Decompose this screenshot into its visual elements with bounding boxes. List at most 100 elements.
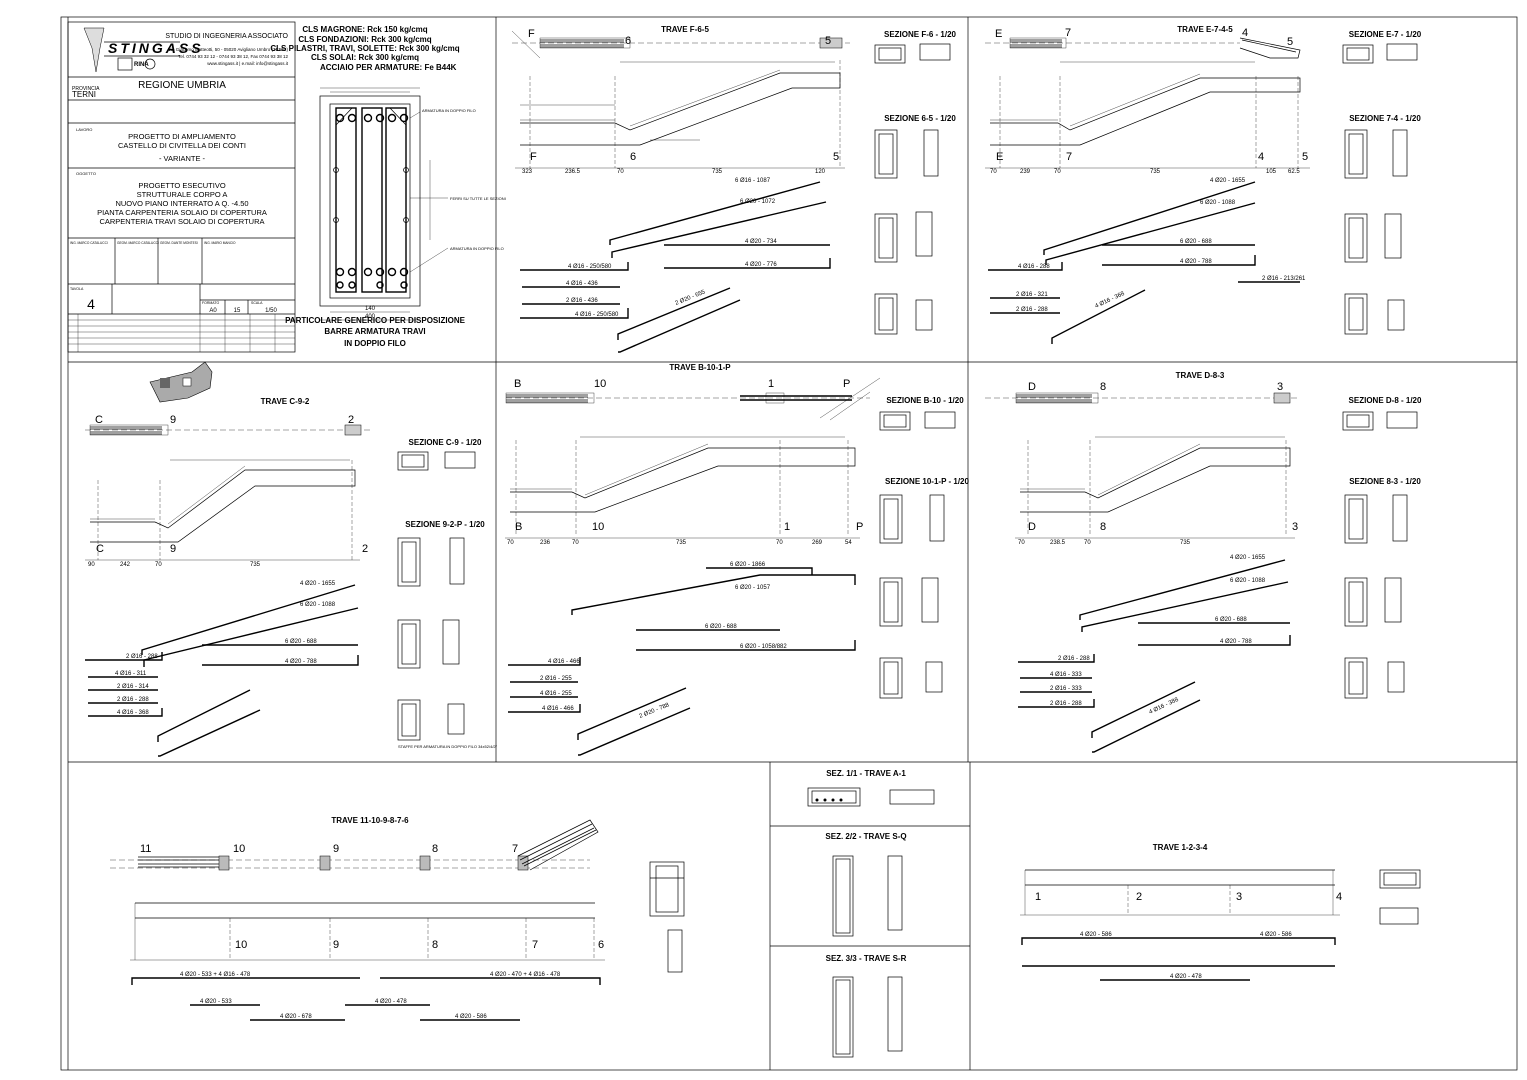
formato-label: FORMATO — [202, 301, 219, 305]
material-4: CLS SOLAI: Rck 300 kg/cmq — [311, 53, 419, 62]
c92-elev-c: 2 — [362, 543, 368, 555]
beam-11-10-9-8-7-6: TRAVE 11-10-9-8-7-6 11 10 9 8 7 10 9 8 7… — [110, 816, 685, 1021]
b101p-plan-b: 10 — [594, 378, 606, 390]
c92-section-1: SEZIONE C-9 - 1/20 — [409, 438, 482, 447]
sig-3: GEOM. DANTE MONTESI — [160, 241, 198, 245]
d83-dim-1: 70 — [1018, 540, 1025, 546]
d83-bar-6: 4 Ø16 - 333 — [1050, 672, 1082, 678]
oggetto-label: OGGETTO — [76, 171, 96, 176]
f65-elev-a: F — [530, 151, 537, 163]
e745-plan-c: 4 — [1242, 27, 1248, 39]
d83-section-1: SEZIONE D-8 - 1/20 — [1349, 396, 1422, 405]
b101p-bar-4: 6 Ø20 - 1058/882 — [740, 644, 787, 650]
company-name: STUDIO DI INGEGNERIA ASSOCIATO — [165, 33, 288, 40]
f65-elev-b: 6 — [630, 151, 636, 163]
b101p-bar-5: 4 Ø16 - 466 — [548, 659, 580, 665]
b101p-elev-b: 10 — [592, 521, 604, 533]
company-address: Via Giacomo Matteotti, 50 - 05020 Avigli… — [168, 47, 288, 52]
b101p-bar-6: 2 Ø16 - 255 — [540, 676, 572, 682]
c92-bar-3: 6 Ø20 - 688 — [285, 639, 317, 645]
b101p-bar-7: 4 Ø16 - 255 — [540, 691, 572, 697]
small-section-3-title: SEZ. 3/3 - TRAVE S-R — [826, 954, 907, 963]
t1110-bar-1: 4 Ø20 - 533 + 4 Ø16 - 478 — [180, 972, 251, 978]
f65-section-2: SEZIONE 6-5 - 1/20 — [884, 114, 956, 123]
detail-overall: 400 — [365, 314, 376, 320]
region-title: REGIONE UMBRIA — [138, 80, 226, 91]
small-section-2-title: SEZ. 2/2 - TRAVE S-Q — [825, 832, 906, 841]
e745-bar-2: 6 Ø20 - 1088 — [1200, 200, 1236, 206]
t1110-elev-9: 9 — [333, 939, 339, 951]
f65-dim-1: 323 — [522, 169, 533, 175]
b101p-bar-8: 4 Ø16 - 466 — [542, 706, 574, 712]
beam-b101p-title: TRAVE B-10-1-P — [669, 363, 731, 372]
c92-bar-1: 4 Ø20 - 1655 — [300, 581, 336, 587]
f65-dim-3: 70 — [617, 169, 624, 175]
t1234-bar-1: 4 Ø20 - 586 — [1080, 932, 1112, 938]
t1110-elev-7: 7 — [532, 939, 538, 951]
t1110-elev-10: 10 — [235, 939, 247, 951]
e745-section-2: SEZIONE 7-4 - 1/20 — [1349, 114, 1421, 123]
c92-dim-1: 90 — [88, 562, 95, 568]
c92-bar-8: 2 Ø16 - 288 — [117, 697, 149, 703]
c92-bar-9: 4 Ø16 - 368 — [117, 710, 149, 716]
detail-caption-3: IN DOPPIO FILO — [344, 339, 406, 348]
t1110-bar-6: 4 Ø20 - 586 — [455, 1014, 487, 1020]
t1110-bar-2: 4 Ø20 - 470 + 4 Ø16 - 478 — [490, 972, 561, 978]
b101p-elev-c: 1 — [784, 521, 790, 533]
d83-bar-2: 6 Ø20 - 1088 — [1230, 578, 1266, 584]
sig-1: ING. MARCO CATALUCCI — [70, 241, 108, 245]
f65-bar-5: 4 Ø16 - 250/580 — [568, 264, 612, 270]
e745-elev-a: E — [996, 151, 1003, 163]
t1234-bar-2: 4 Ø20 - 586 — [1260, 932, 1292, 938]
c92-elev-b: 9 — [170, 543, 176, 555]
b101p-section-2: SEZIONE 10-1-P - 1/20 — [885, 477, 969, 486]
beam-c92-title: TRAVE C-9-2 — [261, 397, 310, 406]
f65-plan-c: 5 — [825, 35, 831, 47]
e745-bar-7: 2 Ø16 - 321 — [1016, 292, 1048, 298]
material-2: CLS FONDAZIONI: Rck 300 kg/cmq — [298, 35, 431, 44]
f65-bar-2: 6 Ø20 - 1072 — [740, 199, 776, 205]
scale-a: 15 — [234, 308, 241, 314]
f65-bar-3: 4 Ø20 - 734 — [745, 239, 777, 245]
c92-section-2: SEZIONE 9-2-P - 1/20 — [405, 520, 485, 529]
company-logo: STINGASS RINA — [83, 27, 204, 73]
e745-elev-d: 5 — [1302, 151, 1308, 163]
e745-plan-d: 5 — [1287, 36, 1293, 48]
d83-dim-3: 70 — [1084, 540, 1091, 546]
e745-bar-3: 6 Ø20 - 688 — [1180, 239, 1212, 245]
logo-text: STINGASS — [108, 40, 204, 56]
beam-e745-title: TRAVE E-7-4-5 — [1177, 25, 1233, 34]
e745-plan-a: E — [995, 28, 1002, 40]
c92-bar-5: 2 Ø16 - 288 — [126, 654, 158, 660]
f65-section-1: SEZIONE F-6 - 1/20 — [884, 30, 957, 39]
f65-bar-7: 2 Ø16 - 436 — [566, 298, 598, 304]
scale-b: 1/50 — [265, 308, 277, 314]
key-plan-sketch — [149, 361, 213, 403]
e745-dim-2: 239 — [1020, 169, 1031, 175]
b101p-dim-7: 54 — [845, 540, 852, 546]
c92-bar-7: 2 Ø16 - 314 — [117, 684, 149, 690]
b101p-plan-c: 1 — [768, 378, 774, 390]
c92-bar-4: 4 Ø20 - 788 — [285, 659, 317, 665]
c92-elev-a: C — [96, 543, 104, 555]
scala-label: SCALA — [251, 301, 263, 305]
project-line-2: CASTELLO DI CIVITELLA DEI CONTI — [118, 141, 246, 150]
d83-section-2: SEZIONE 8-3 - 1/20 — [1349, 477, 1421, 486]
e745-dim-6: 62.5 — [1288, 169, 1300, 175]
beam-f-6-5: TRAVE F-6-5 F 6 5 F 6 5 323 236.5 70 735… — [511, 25, 957, 353]
detail-bot-label: ARMATURA IN DOPPIO FILO — [450, 246, 504, 251]
e745-bar-5: 2 Ø16 - 213/261 — [1262, 276, 1306, 282]
beam-f65-title: TRAVE F-6-5 — [661, 25, 709, 34]
subject-line-5: CARPENTERIA TRAVI SOLAIO DI COPERTURA — [99, 217, 264, 226]
b101p-dim-3: 70 — [572, 540, 579, 546]
beam-d83-title: TRAVE D-8-3 — [1176, 371, 1225, 380]
sig-2: GEOM. MARCO CATALUCCI — [117, 241, 159, 245]
t1110-bar-3: 4 Ø20 - 533 — [200, 999, 232, 1005]
b101p-bar-3: 6 Ø20 - 688 — [705, 624, 737, 630]
d83-bar-5: 2 Ø16 - 288 — [1058, 656, 1090, 662]
c92-plan-a: C — [95, 414, 103, 426]
t1110-section — [649, 861, 685, 973]
beam-t1234-title: TRAVE 1-2-3-4 — [1153, 843, 1208, 852]
project-line-3: - VARIANTE - — [159, 154, 206, 163]
